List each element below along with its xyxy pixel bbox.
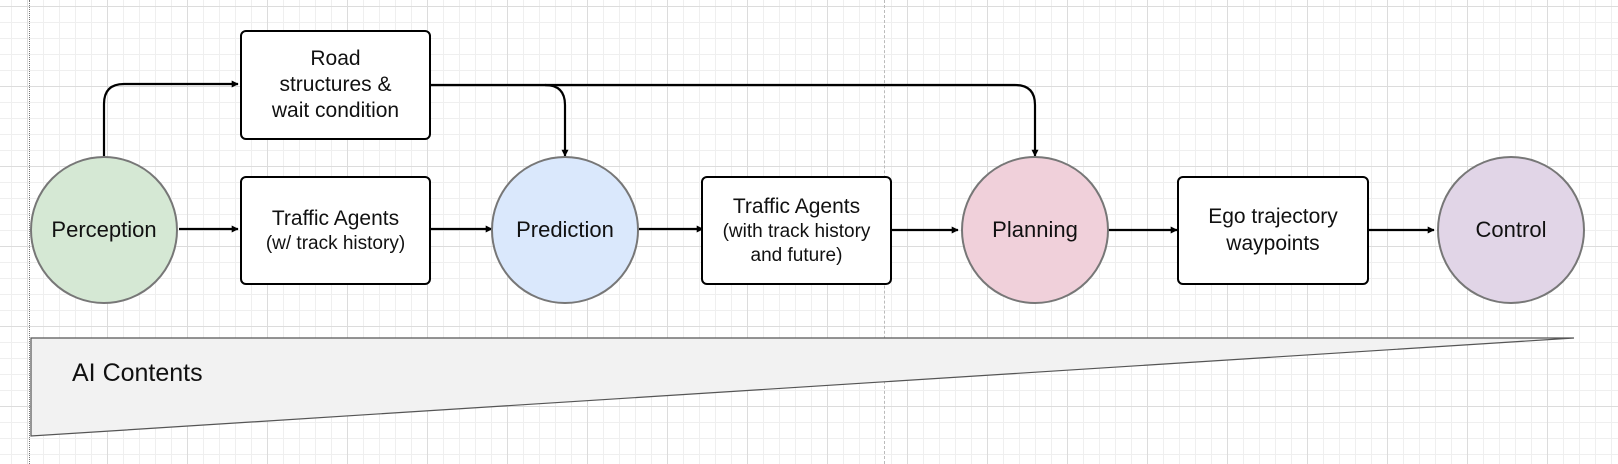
planning-label: Planning	[992, 217, 1078, 242]
traffic-agents-box[interactable]: Traffic Agents (w/ track history)	[240, 176, 431, 285]
traffic-agents-future-line-3: and future)	[750, 244, 843, 266]
prediction-node[interactable]: Prediction	[491, 156, 639, 304]
traffic-agents-line-1: Traffic Agents	[271, 206, 400, 230]
perception-node[interactable]: Perception	[30, 156, 178, 304]
traffic-agents-future-line-2: (with track history	[722, 220, 871, 242]
road-structures-line-2: structures &	[279, 72, 392, 96]
road-structures-line-1: Road	[310, 46, 361, 70]
ego-trajectory-line-2: waypoints	[1226, 231, 1320, 255]
control-node[interactable]: Control	[1437, 156, 1585, 304]
traffic-agents-future-box[interactable]: Traffic Agents (with track history and f…	[701, 176, 892, 285]
traffic-agents-line-2: (w/ track history)	[265, 232, 406, 254]
ego-trajectory-box[interactable]: Ego trajectory waypoints	[1177, 176, 1369, 285]
prediction-label: Prediction	[516, 217, 614, 242]
road-structures-line-3: wait condition	[271, 99, 400, 123]
control-label: Control	[1475, 217, 1547, 242]
edge-road-structures-to-planning[interactable]	[545, 83, 1039, 157]
traffic-agents-future-line-1: Traffic Agents	[732, 194, 861, 218]
ai-contents-label: AI Contents	[72, 359, 203, 387]
ai-contents-wedge	[30, 337, 1575, 437]
perception-label: Perception	[51, 217, 157, 242]
planning-node[interactable]: Planning	[961, 156, 1109, 304]
road-structures-box[interactable]: Road structures & wait condition	[240, 30, 431, 140]
ego-trajectory-line-1: Ego trajectory	[1208, 205, 1338, 229]
page-boundary-guide	[29, 0, 30, 464]
edge-perception-to-road-structures[interactable]	[102, 80, 239, 156]
